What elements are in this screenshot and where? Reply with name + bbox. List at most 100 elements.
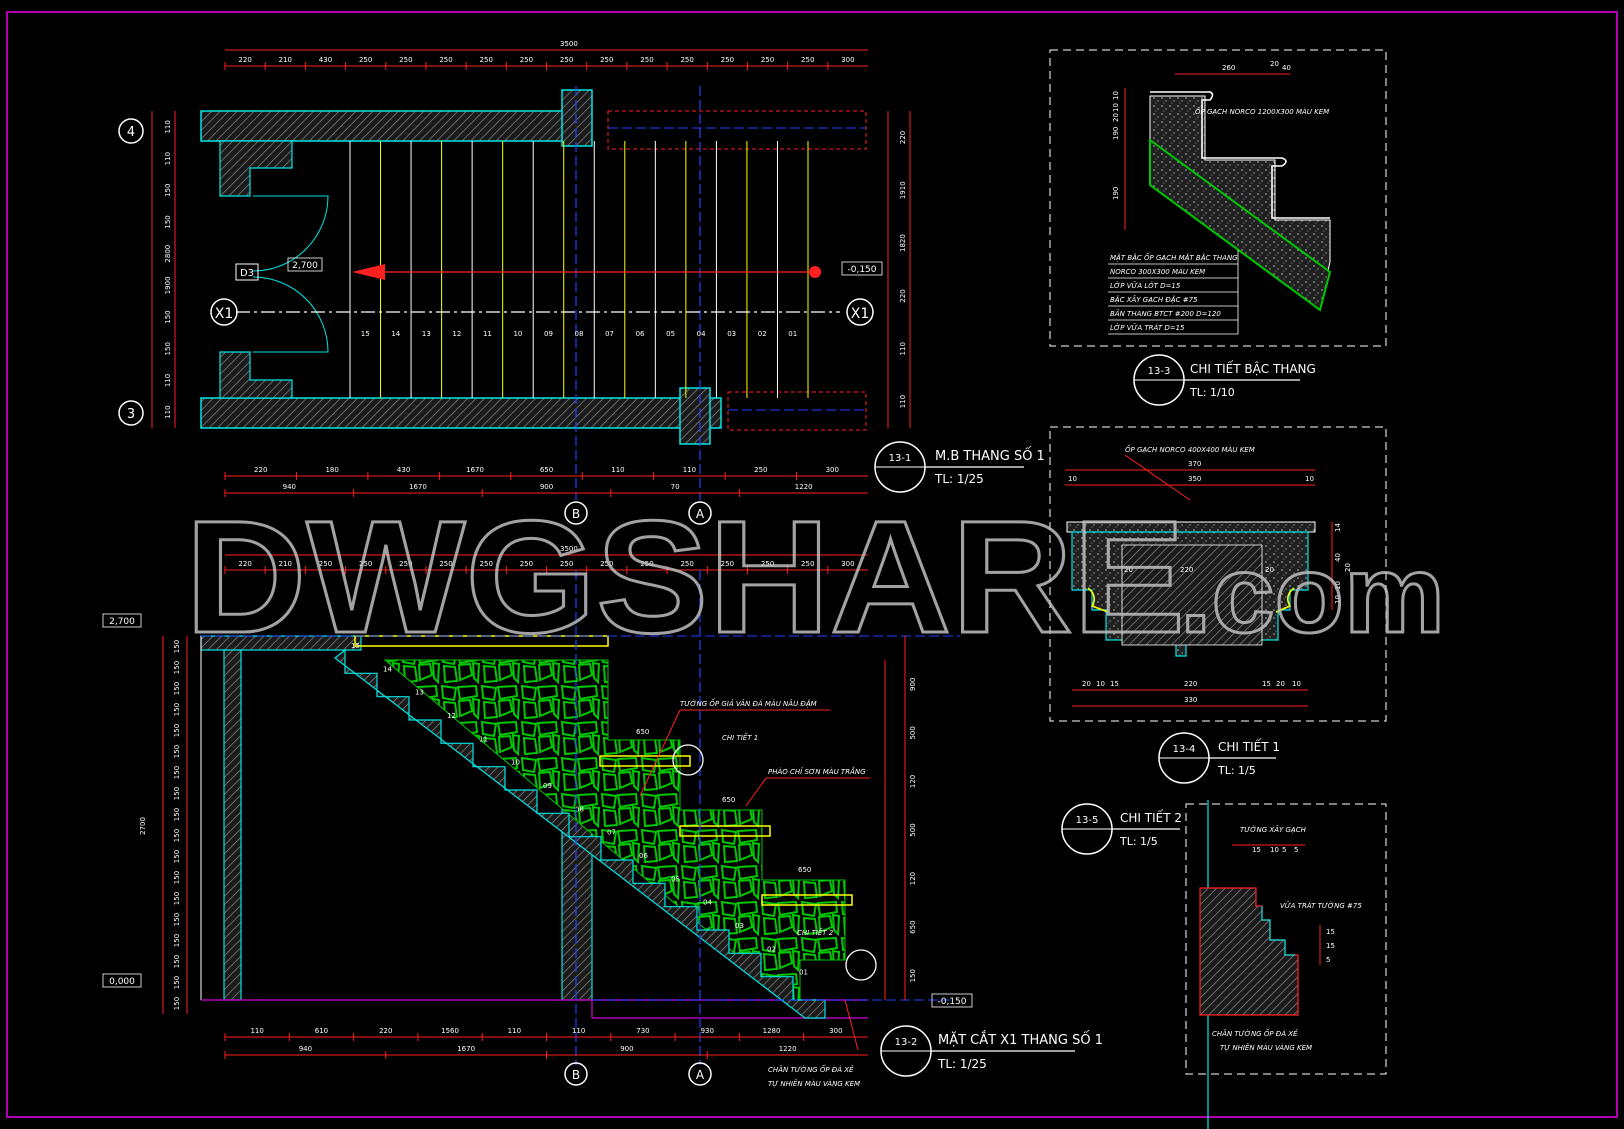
- watermark-main: DWGSHARE: [185, 487, 1185, 666]
- section-grid-a: A: [688, 1062, 712, 1086]
- svg-text:10: 10: [1292, 680, 1301, 688]
- section-left-dim: 150: [173, 640, 181, 653]
- plan-top-dim: 250: [560, 56, 573, 64]
- section-bottom-dim: 110: [508, 1027, 521, 1035]
- section-title-block: 13-2 MẶT CẮT X1 THANG SỐ 1 TL: 1/25: [880, 1025, 1103, 1077]
- svg-text:15: 15: [1110, 680, 1119, 688]
- plan-bottom-dim: 220: [254, 466, 267, 474]
- svg-text:5: 5: [1294, 846, 1298, 854]
- detail1-note-tile: ỐP GẠCH NORCO 400X400 MÀU KEM: [1125, 444, 1255, 454]
- detail-step-slab: [1149, 138, 1332, 312]
- svg-text:20: 20: [1270, 60, 1279, 68]
- section-step-label: 15: [351, 642, 360, 650]
- section-step-label: 10: [511, 759, 520, 767]
- section-right-dim: 150: [909, 969, 917, 982]
- section-right-dim: 120: [909, 872, 917, 885]
- plan-left-dim: 110: [164, 374, 172, 387]
- plan-step-number: 11: [483, 330, 492, 338]
- section-left-dim: 150: [173, 724, 181, 737]
- section-top-dim: 250: [560, 560, 573, 568]
- plan-left-dim: 150: [164, 342, 172, 355]
- section-note-detail2: CHI TIẾT 2: [797, 927, 834, 937]
- svg-text:5: 5: [1326, 956, 1330, 964]
- svg-text:-0,150: -0,150: [937, 997, 966, 1007]
- svg-text:2,700: 2,700: [109, 617, 135, 627]
- plan-bottom-dim-total: 70: [671, 483, 680, 491]
- detail1-title: CHI TIẾT 1: [1218, 738, 1280, 754]
- plan-bottom-dim: 250: [754, 466, 767, 474]
- plan-step-number: 06: [636, 330, 645, 338]
- svg-text:650: 650: [722, 796, 735, 804]
- plan-step-number: 09: [544, 330, 553, 338]
- plan-landing-box-bottom: [727, 391, 867, 431]
- plan-section-mark-right: X1: [846, 298, 874, 326]
- plan-left-dim: 150: [164, 310, 172, 323]
- plan-step-number: 04: [697, 330, 706, 338]
- section-bottom-dim: 730: [636, 1027, 649, 1035]
- svg-text:A: A: [696, 1068, 705, 1082]
- section-note-foot2: TỰ NHIÊN MÀU VÀNG KEM: [768, 1079, 860, 1088]
- plan-wall-top: [200, 110, 565, 142]
- svg-text:10: 10: [1270, 846, 1279, 854]
- svg-text:650: 650: [798, 866, 811, 874]
- svg-text:10: 10: [1112, 91, 1120, 100]
- section-stair-slab: [334, 648, 826, 1019]
- section-right-dim: 500: [909, 823, 917, 836]
- plan-step-number: 10: [513, 330, 522, 338]
- detail1-moulding: [1087, 587, 1295, 613]
- detail2-note-plaster: VỮA TRÁT TƯỜNG #75: [1280, 901, 1362, 910]
- section-title: MẶT CẮT X1 THANG SỐ 1: [938, 1031, 1103, 1048]
- plan-top-dim: 250: [439, 56, 452, 64]
- svg-text:10: 10: [1096, 680, 1105, 688]
- section-left-dim: 150: [173, 703, 181, 716]
- svg-text:20: 20: [1265, 566, 1274, 574]
- detail-step-tile: [1150, 91, 1330, 219]
- plan-bottom-dim: 110: [683, 466, 696, 474]
- plan-top-dim: 250: [600, 56, 613, 64]
- plan-left-dim: 2800: [164, 245, 172, 263]
- plan-bottom-dim: 430: [397, 466, 410, 474]
- plan-grid-3: 3: [118, 400, 144, 426]
- section-note-paint: PHÀO CHỈ SƠN MÀU TRẮNG: [768, 766, 866, 776]
- detail2-scale: TL: 1/5: [1119, 835, 1158, 848]
- section-bottom-dim: 610: [315, 1027, 328, 1035]
- svg-text:4: 4: [127, 125, 135, 140]
- section-left-dim: 150: [173, 787, 181, 800]
- detail-step-title: CHI TIẾT BẬC THANG: [1190, 360, 1316, 376]
- section-left-dim: 150: [173, 955, 181, 968]
- section-left-dim: 150: [173, 682, 181, 695]
- plan-level-right: -0,150: [841, 261, 883, 276]
- detail2-title-block: 13-5 CHI TIẾT 2 TL: 1/5: [1061, 803, 1182, 855]
- section-top-dim: 250: [399, 560, 412, 568]
- detail1-core: [1121, 544, 1263, 646]
- legend-item: LỚP VỮA LÓT D=15: [1110, 281, 1181, 290]
- section-top-dim: 220: [238, 560, 251, 568]
- section-right-dim: 120: [909, 775, 917, 788]
- plan-step-number: 14: [391, 330, 400, 338]
- svg-text:B: B: [572, 1068, 580, 1082]
- section-left-dim: 150: [173, 871, 181, 884]
- plan-top-dim: 220: [238, 56, 251, 64]
- section-top-dim: 250: [439, 560, 452, 568]
- plan-top-dim: 300: [841, 56, 854, 64]
- section-left-dim: 150: [173, 766, 181, 779]
- svg-text:A: A: [696, 507, 705, 521]
- detail-step: 260 20 40 10 10 20 190 190 ỐP GẠCH NORCO…: [1049, 49, 1387, 406]
- plan-step-number: 03: [727, 330, 736, 338]
- section-top-dim: 250: [600, 560, 613, 568]
- svg-text:260: 260: [1222, 64, 1235, 72]
- svg-text:15: 15: [1326, 928, 1335, 936]
- plan-grid-b: B: [564, 501, 588, 525]
- section-right-dim: 500: [909, 726, 917, 739]
- plan-door-swing-top: [252, 195, 329, 272]
- plan-right-dim: 220: [899, 131, 907, 144]
- svg-text:40: 40: [1282, 64, 1291, 72]
- section-left-dim: 150: [173, 829, 181, 842]
- svg-text:20: 20: [1344, 563, 1352, 572]
- plan-bottom-dim-total: 1670: [409, 483, 427, 491]
